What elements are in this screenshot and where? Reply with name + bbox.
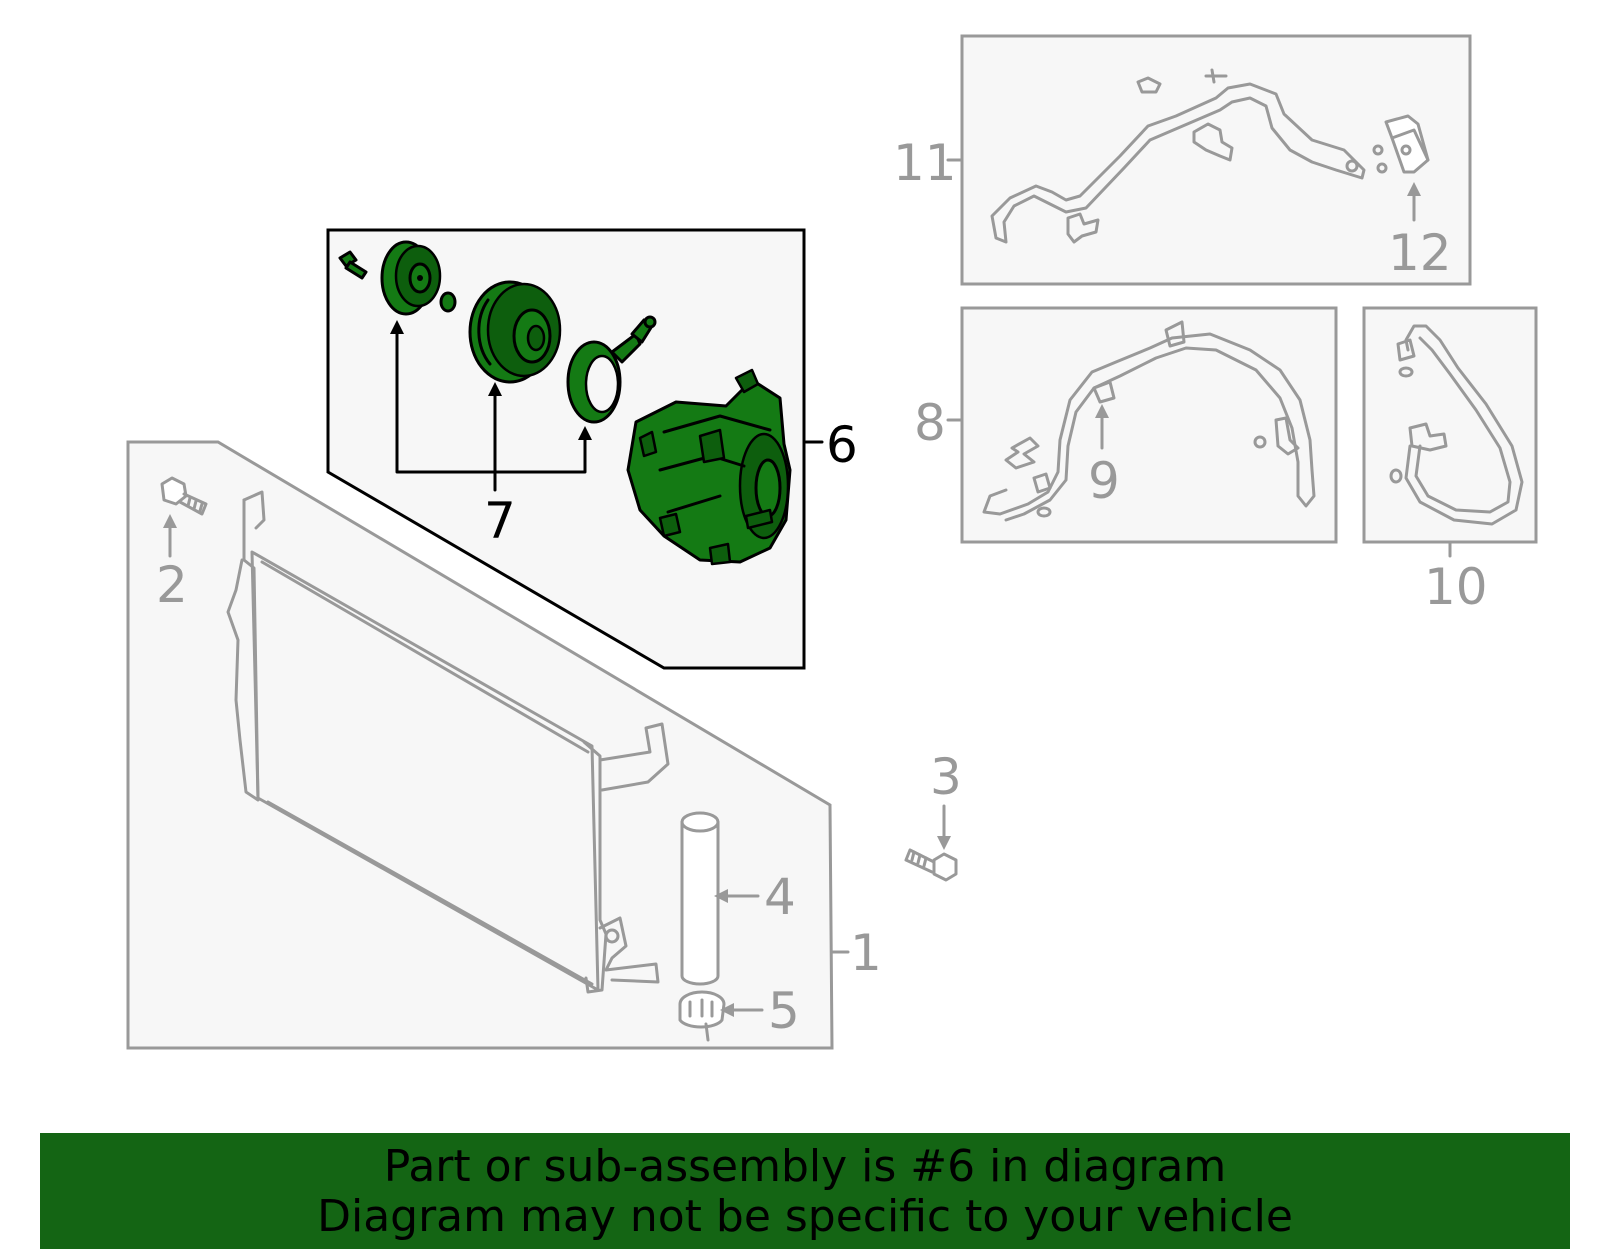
- clutch-hub-icon: [380, 240, 442, 316]
- arrow-2: [163, 514, 177, 528]
- callout-12: 12: [1388, 224, 1452, 282]
- arrow-7a: [390, 320, 404, 334]
- callout-9: 9: [1088, 452, 1120, 510]
- compressor-group: 7 6: [326, 228, 858, 670]
- banner-line-2: Diagram may not be specific to your vehi…: [317, 1191, 1293, 1242]
- bolt-3-group: 3: [904, 748, 962, 882]
- leader-7-bracket: [395, 328, 587, 474]
- discharge-hose-pipe: [982, 320, 1316, 522]
- callout-11: 11: [893, 134, 957, 192]
- callout-3: 3: [930, 748, 962, 806]
- liquid-line-pipe: [1389, 324, 1524, 526]
- expansion-valve-icon: [1384, 114, 1430, 174]
- shim-icon: [439, 291, 457, 313]
- callout-4: 4: [764, 868, 796, 926]
- receiver-drier: [680, 811, 720, 986]
- condenser-box: [126, 440, 834, 1050]
- bolt-2-icon: [160, 476, 208, 516]
- bolt-3-icon: [904, 848, 958, 882]
- callout-1: 1: [850, 924, 882, 982]
- suction-line-pipe: [990, 68, 1388, 244]
- arrow-9: [1095, 404, 1109, 418]
- arrow-7c: [578, 426, 592, 440]
- condenser-core: [226, 490, 670, 994]
- callout-6: 6: [826, 416, 858, 474]
- liquid-line-group: 10: [1362, 306, 1538, 616]
- drier-cap: [678, 990, 726, 1042]
- suction-line-group: 12 11: [893, 34, 1472, 286]
- arrow-5: [720, 1003, 734, 1017]
- banner-line-1: Part or sub-assembly is #6 in diagram: [383, 1141, 1227, 1192]
- compressor-body-icon: [626, 368, 792, 566]
- discharge-hose-group: 9 8: [914, 306, 1338, 544]
- clutch-bolt-icon: [338, 250, 368, 280]
- arrow-4: [714, 889, 728, 903]
- condenser-group: 2 4 5 1: [126, 440, 882, 1050]
- arrow-12: [1407, 182, 1421, 196]
- info-banner: Part or sub-assembly is #6 in diagram Di…: [40, 1133, 1570, 1249]
- callout-10: 10: [1424, 558, 1488, 616]
- arrow-7b: [488, 382, 502, 396]
- field-coil-icon: [566, 315, 657, 424]
- callout-2: 2: [156, 556, 188, 614]
- compressor-box: [326, 228, 806, 670]
- arrow-3: [937, 836, 951, 850]
- callout-7: 7: [484, 492, 516, 550]
- callout-8: 8: [914, 394, 946, 452]
- pulley-icon: [468, 280, 562, 384]
- callout-5: 5: [768, 982, 800, 1040]
